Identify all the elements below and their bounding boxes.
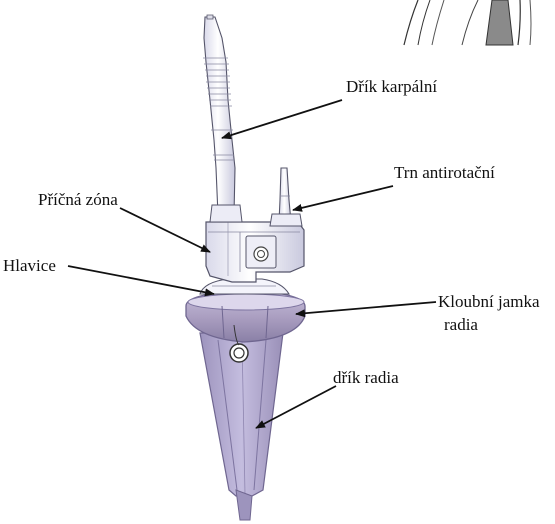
inset-detail-image xyxy=(377,0,555,45)
anti-rotation-pin-shape xyxy=(270,168,302,226)
label-head: Hlavice xyxy=(3,256,56,275)
arrow-carpal-stem xyxy=(222,100,342,138)
label-joint-cup-line1: Kloubní jamka xyxy=(438,292,540,311)
arrow-joint-cup xyxy=(296,302,436,314)
label-carpal-stem: Dřík karpální xyxy=(346,77,437,96)
label-transverse-zone: Příčná zóna xyxy=(38,190,118,209)
label-joint-cup-line2: radia xyxy=(444,315,478,334)
label-anti-rotation-pin: Trn antirotační xyxy=(394,163,495,182)
carpal-stem-shape xyxy=(203,15,242,222)
transverse-zone-shape xyxy=(206,222,304,282)
arrow-head xyxy=(68,266,214,294)
label-radial-stem: dřík radia xyxy=(333,368,399,387)
arrow-anti-rotation-pin xyxy=(293,186,393,210)
arrow-transverse-zone xyxy=(120,208,210,252)
